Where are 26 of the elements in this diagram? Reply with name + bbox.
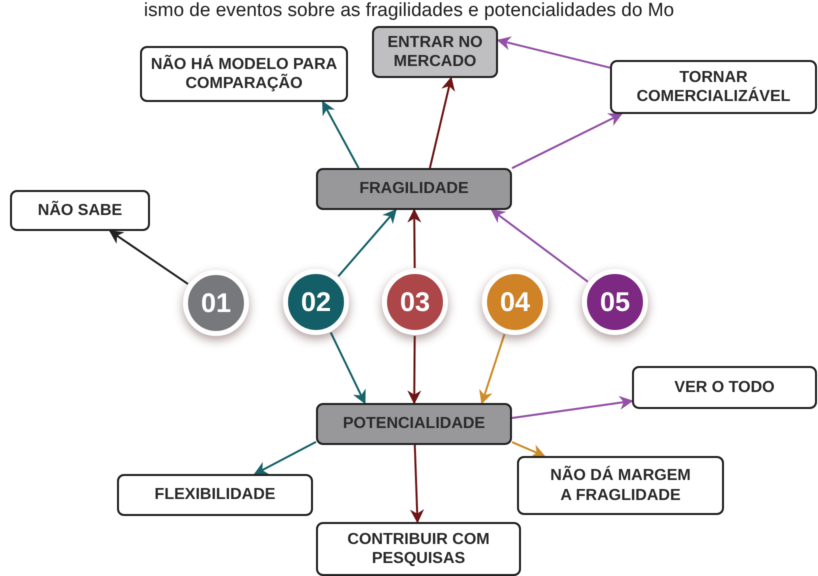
arrow xyxy=(512,441,546,458)
arrow xyxy=(490,209,588,282)
arrow xyxy=(496,36,610,69)
arrow xyxy=(479,334,506,404)
arrow xyxy=(254,441,316,475)
text-box: VER O TODO xyxy=(632,366,817,409)
arrow xyxy=(512,113,623,170)
text-box: NÃO DÁ MARGEM A FRAGLIDADE xyxy=(517,456,724,515)
arrow xyxy=(407,208,422,268)
category-box: FRAGILIDADE xyxy=(316,168,512,210)
arrow xyxy=(512,396,634,419)
arrow xyxy=(428,76,456,168)
text-box: CONTRIBUIR COM PESQUISAS xyxy=(316,522,521,576)
text-box: NÃO SABE xyxy=(10,190,150,231)
arrow xyxy=(108,230,188,285)
category-box: ENTRAR NO MERCADO xyxy=(372,26,498,78)
arrow xyxy=(322,100,360,168)
text-box: FLEXIBILIDADE xyxy=(117,474,313,516)
text-box: TORNAR COMERCIALIZÁVEL xyxy=(610,60,817,114)
arrow xyxy=(338,208,397,277)
arrow xyxy=(407,336,422,404)
heading: ismo de eventos sobre as fragilidades e potencialidades do Mo xyxy=(142,0,676,22)
arrow xyxy=(330,332,366,404)
category-box: POTENCIALIDADE xyxy=(316,403,512,445)
text-box: NÃO HÁ MODELO PARA COMPARAÇÃO xyxy=(140,46,348,102)
arrow xyxy=(410,444,424,524)
